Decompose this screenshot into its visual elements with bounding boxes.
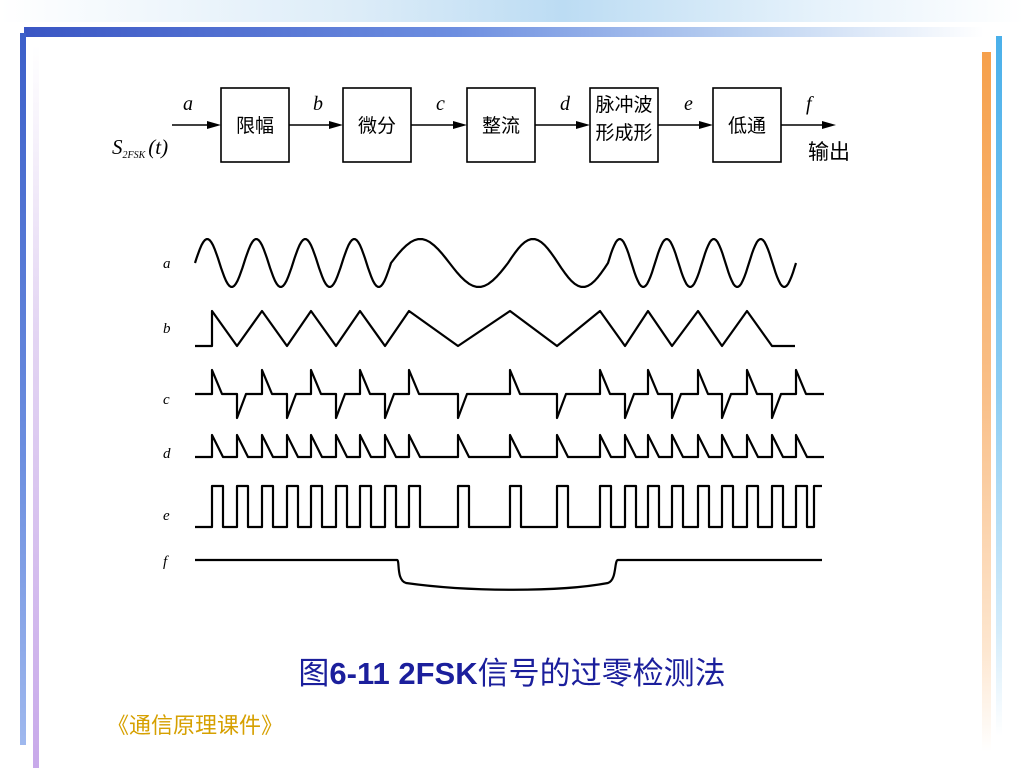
right-blue-bar — [996, 36, 1002, 736]
output-label: 输出 — [808, 140, 850, 164]
waveform-label-a: a — [163, 256, 171, 272]
waveform-f — [195, 558, 822, 591]
block-3: 整流 — [466, 87, 536, 163]
block-label: 整流 — [482, 115, 520, 137]
waveform-c — [195, 368, 824, 420]
block-box — [589, 87, 659, 163]
caption-number: 6-11 2FSK — [329, 656, 478, 691]
block-box — [466, 87, 536, 163]
block-box — [342, 87, 412, 163]
arrow-a — [172, 121, 221, 129]
arrow-c — [411, 121, 467, 129]
input-signal-label: S2FSK(t) — [112, 135, 168, 161]
waveform-e — [195, 484, 822, 529]
waveform-d — [195, 433, 824, 459]
waveform-label-b: b — [163, 321, 171, 337]
signal-letter-b: b — [313, 93, 323, 115]
block-label: 微分 — [358, 115, 396, 137]
block-label: 限幅 — [236, 115, 274, 137]
block-label: 形成形 — [595, 122, 652, 144]
caption-text: 信号的过零检测法 — [477, 656, 726, 692]
signal-letter-c: c — [436, 93, 445, 115]
caption-prefix: 图 — [298, 656, 330, 692]
top-blue-bar — [24, 27, 984, 37]
right-orange-bar — [982, 52, 991, 752]
block-2: 微分 — [342, 87, 412, 163]
block-label: 低通 — [728, 115, 766, 137]
arrow-e — [658, 121, 713, 129]
block-box — [220, 87, 290, 163]
waveform-label-d: d — [163, 446, 171, 462]
signal-letter-e: e — [684, 93, 693, 115]
waveform-b — [195, 309, 795, 348]
block-1: 限幅 — [220, 87, 290, 163]
waveform-a — [193, 238, 798, 288]
top-gradient-bar — [0, 0, 1024, 22]
signal-letter-a: a — [183, 93, 193, 115]
left-blue-bar — [20, 33, 26, 745]
waveform-label-c: c — [163, 392, 170, 408]
signal-letter-d: d — [560, 93, 571, 115]
waveform-label-e: e — [163, 508, 170, 524]
figure-caption: 图6-11 2FSK信号的过零检测法 — [0, 648, 1024, 693]
block-label: 脉冲波 — [595, 94, 652, 116]
signal-letter-f: f — [806, 93, 814, 115]
arrow-f — [781, 121, 836, 129]
arrow-d — [535, 121, 590, 129]
block-5: 低通 — [712, 87, 782, 163]
left-purple-bar — [33, 45, 39, 768]
course-footer: 《通信原理课件》 — [107, 714, 284, 739]
waveform-label-f: f — [163, 554, 169, 570]
arrow-b — [289, 121, 343, 129]
